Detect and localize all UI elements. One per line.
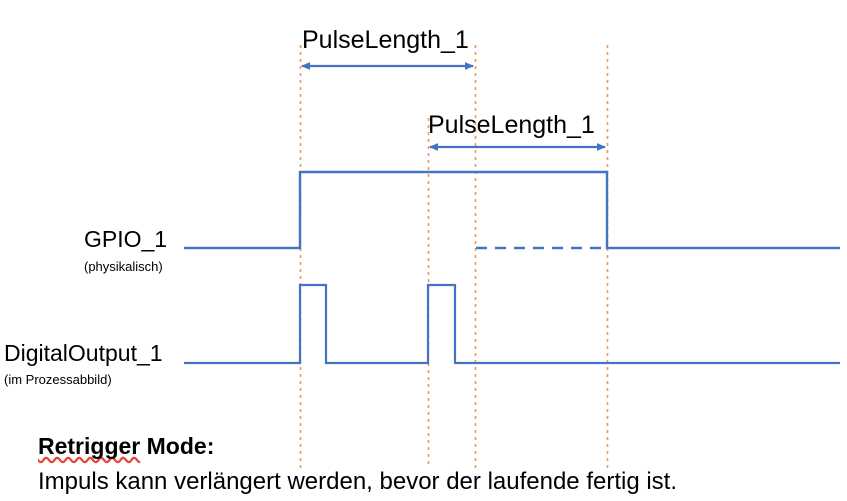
caption-title: Retrigger Mode:: [38, 435, 214, 458]
pulse-length-label-2: PulseLength_1: [428, 111, 595, 139]
caption-title-rest: Mode:: [140, 433, 215, 459]
signal-sublabel-gpio: (physikalisch): [84, 259, 163, 274]
gpio-trace: [184, 170, 840, 250]
digital-output-trace: [184, 283, 840, 365]
caption-body: Impuls kann verlängert werden, bevor der…: [38, 468, 678, 495]
pulse-length-label-1: PulseLength_1: [302, 26, 469, 54]
caption-title-misspelled-word: Retrigger: [38, 433, 141, 459]
digital-output-waveform: [184, 283, 840, 365]
signal-sublabel-digital-output: (im Prozessabbild): [4, 372, 112, 387]
guide-lines: [299, 45, 609, 468]
signal-label-digital-output: DigitalOutput_1: [4, 340, 163, 366]
signal-label-gpio: GPIO_1: [84, 226, 168, 252]
gpio-waveform: [184, 170, 840, 250]
